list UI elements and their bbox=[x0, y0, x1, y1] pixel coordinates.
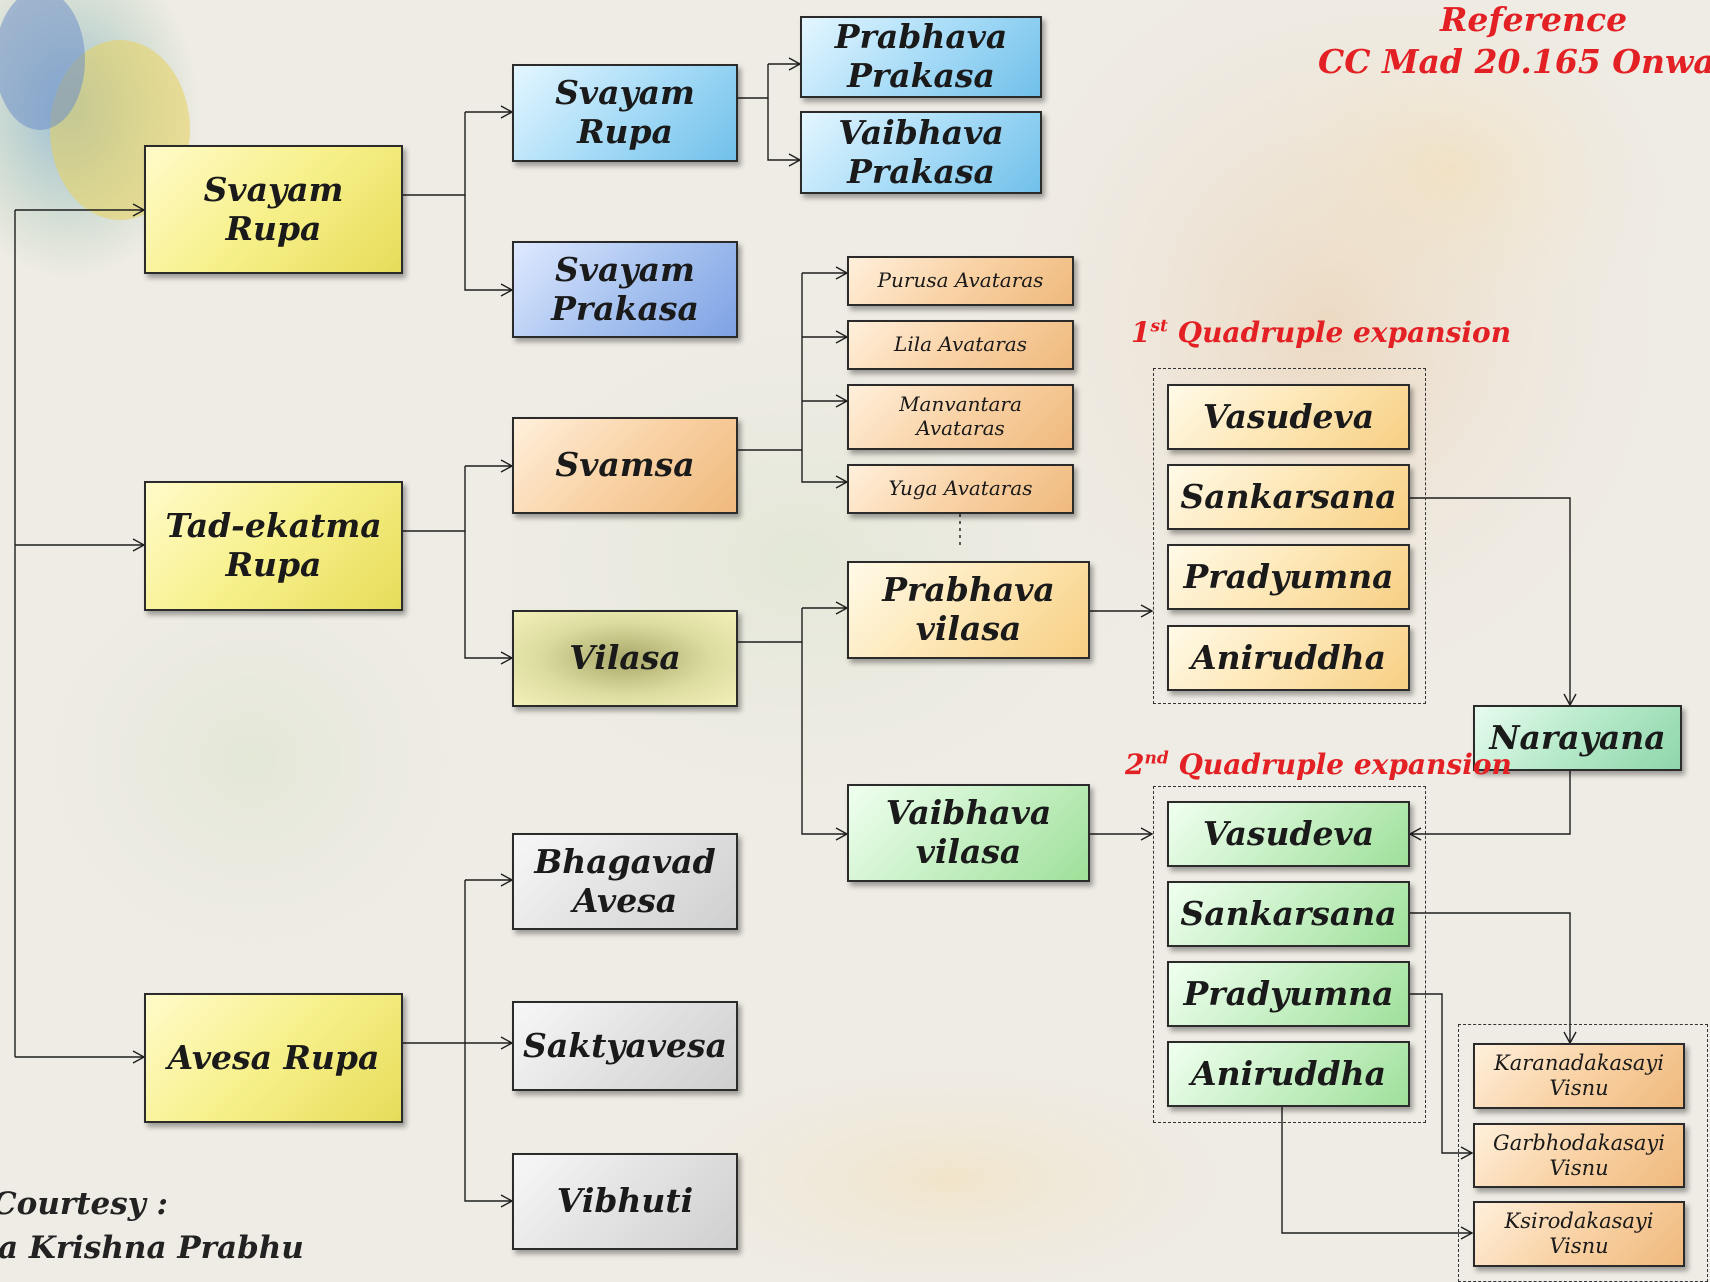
node-purusa-avataras: Purusa Avataras bbox=[847, 256, 1074, 306]
first-quadruple-ordinal: 1 bbox=[1131, 316, 1151, 349]
courtesy-label: Courtesy : bbox=[0, 1186, 168, 1222]
first-quadruple-group bbox=[1153, 368, 1426, 704]
reference-title: Reference bbox=[1440, 0, 1628, 39]
node-narayana: Narayana bbox=[1473, 705, 1682, 771]
node-karanadakasayi-visnu: Karanadakasayi Visnu bbox=[1473, 1043, 1685, 1109]
q1-sankarsana: Sankarsana bbox=[1167, 464, 1410, 530]
node-manvantara-avataras: Manvantara Avataras bbox=[847, 384, 1074, 450]
second-quadruple-text: Quadruple expansion bbox=[1178, 748, 1512, 781]
q1-pradyumna: Pradyumna bbox=[1167, 544, 1410, 610]
node-bhagavad-avesa: Bhagavad Avesa bbox=[512, 833, 738, 930]
q2-aniruddha: Aniruddha bbox=[1167, 1041, 1410, 1107]
node-saktyavesa: Saktyavesa bbox=[512, 1001, 738, 1091]
node-ksirodakasayi-visnu: Ksirodakasayi Visnu bbox=[1473, 1201, 1685, 1267]
second-quadruple-group bbox=[1153, 786, 1426, 1123]
q1-vasudeva: Vasudeva bbox=[1167, 384, 1410, 450]
node-vibhuti: Vibhuti bbox=[512, 1153, 738, 1250]
q2-pradyumna: Pradyumna bbox=[1167, 961, 1410, 1027]
node-tad-ekatma-rupa: Tad-ekatma Rupa bbox=[144, 481, 403, 611]
node-avesa-rupa: Avesa Rupa bbox=[144, 993, 403, 1123]
reference-citation: CC Mad 20.165 Onwards bbox=[1318, 42, 1710, 81]
node-svayam-prakasa: Svayam Prakasa bbox=[512, 241, 738, 338]
node-prabhava-vilasa: Prabhava vilasa bbox=[847, 561, 1090, 659]
node-svayam-rupa-sub: Svayam Rupa bbox=[512, 64, 738, 162]
node-prabhava-prakasa: Prabhava Prakasa bbox=[800, 16, 1042, 98]
node-lila-avataras: Lila Avataras bbox=[847, 320, 1074, 370]
first-quadruple-label: 1st Quadruple expansion bbox=[1131, 316, 1511, 349]
first-quadruple-sup: st bbox=[1150, 316, 1168, 337]
node-yuga-avataras: Yuga Avataras bbox=[847, 464, 1074, 514]
second-quadruple-sup: nd bbox=[1144, 748, 1169, 769]
q2-sankarsana: Sankarsana bbox=[1167, 881, 1410, 947]
node-svamsa: Svamsa bbox=[512, 417, 738, 514]
node-garbhodakasayi-visnu: Garbhodakasayi Visnu bbox=[1473, 1123, 1685, 1188]
second-quadruple-label: 2nd Quadruple expansion bbox=[1125, 748, 1512, 781]
node-svayam-rupa: Svayam Rupa bbox=[144, 145, 403, 274]
q2-vasudeva: Vasudeva bbox=[1167, 801, 1410, 867]
q1-aniruddha: Aniruddha bbox=[1167, 625, 1410, 691]
node-vaibhava-vilasa: Vaibhava vilasa bbox=[847, 784, 1090, 882]
node-vilasa: Vilasa bbox=[512, 610, 738, 707]
node-vaibhava-prakasa: Vaibhava Prakasa bbox=[800, 111, 1042, 194]
first-quadruple-text: Quadruple expansion bbox=[1177, 316, 1512, 349]
courtesy-name: a Krishna Prabhu bbox=[0, 1230, 304, 1266]
second-quadruple-ordinal: 2 bbox=[1125, 748, 1145, 781]
